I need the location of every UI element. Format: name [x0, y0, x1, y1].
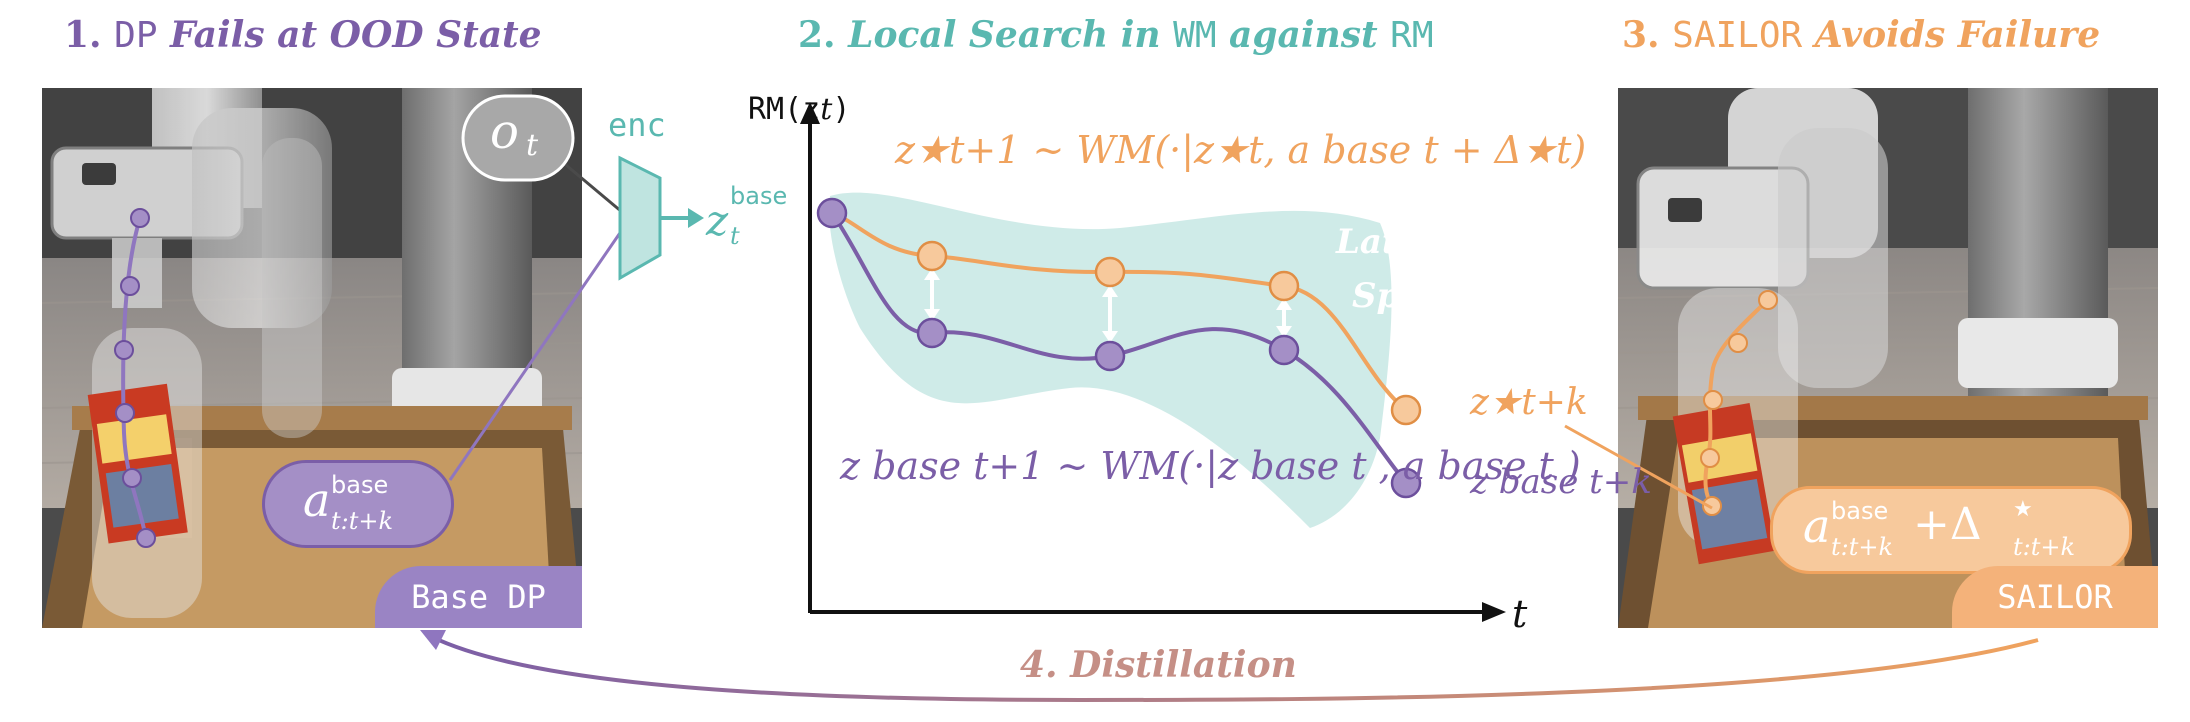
sailor-action-delta: +Δ: [1913, 499, 1982, 550]
observation-symbol: o: [490, 104, 519, 160]
latent-base-symbol: z: [706, 196, 729, 245]
panel3-title-text: Avoids Failure: [1814, 14, 2101, 56]
panel3-number: 3.: [1622, 14, 1660, 56]
action-base-sup: base: [331, 471, 389, 499]
sailor-action-sub: t:t+k: [1831, 533, 1894, 561]
distillation-arrow-head-icon: [420, 630, 446, 650]
zstar-endpoint-label: z★t+k: [1470, 382, 1588, 423]
x-axis-label: t: [1512, 592, 1528, 636]
latent-base-sup: base: [730, 182, 788, 210]
base-dp-badge: Base DP: [375, 566, 582, 628]
panel1-title: 1. DP Fails at OOD State: [64, 14, 542, 56]
panel2-wm-label: WM: [1173, 15, 1217, 56]
x-axis-arrow-icon: [1482, 602, 1506, 622]
right-scene-illustration: [1618, 88, 2158, 628]
sailor-action-pill: a base t:t+k +Δ ★ t:t+k: [1770, 486, 2132, 574]
panel2-title-b: against: [1229, 14, 1378, 56]
orange-equation: z★t+1 ∼ WM(·|z★t, a base t + Δ★t): [895, 128, 1587, 172]
encoder-label: enc: [608, 106, 666, 144]
sailor-action-sub2: t:t+k: [2013, 533, 2076, 561]
encoder-arrow-head-icon: [688, 208, 704, 228]
right-robot-scene: [1618, 88, 2158, 628]
action-base-sub: t:t+k: [331, 507, 394, 535]
y-axis-arrow-icon: [800, 102, 820, 124]
obs-to-encoder-line: [559, 158, 623, 214]
panel2-rm-label: RM: [1390, 15, 1434, 56]
panel2-title: 2. Local Search in WM against RM: [798, 14, 1434, 56]
distillation-arc: [429, 634, 2039, 703]
panel1-dp-label: DP: [114, 15, 158, 56]
latent-label-1: Latent: [1336, 222, 1460, 262]
observation-sub: t: [526, 128, 539, 163]
orange-nodes: [916, 240, 1422, 426]
action-base-symbol: a: [303, 473, 331, 527]
panel2-title-a: Local Search in: [848, 14, 1161, 56]
observation-bubble: [461, 94, 575, 182]
orange-trajectory-line: [831, 211, 1408, 412]
sailor-action-sup: base: [1831, 497, 1889, 525]
sailor-action-star: ★: [2013, 497, 2033, 522]
zbase-endpoint-label: z base t+k: [1470, 462, 1652, 502]
comparison-arrow-heads-icon: [924, 268, 1414, 471]
sailor-badge: SAILOR: [1952, 566, 2158, 628]
zstar-to-sailor-line: [1564, 424, 1713, 510]
purple-nodes: [816, 197, 1422, 499]
latent-base-sub: t: [730, 222, 740, 250]
y-axis-label: RM(zt): [748, 92, 851, 127]
panel1-title-text: Fails at OOD State: [170, 14, 542, 56]
latent-search-plot: [800, 102, 1506, 622]
latent-label-2: Space: [1352, 276, 1465, 316]
sailor-action-symbol: a: [1803, 499, 1831, 553]
encoder-icon: [618, 155, 662, 281]
panel3-sailor-label: SAILOR: [1672, 15, 1803, 56]
purple-equation: z base t+1 ∼ WM(·|z base t , a base t ): [840, 444, 1581, 488]
action-base-pill: a base t:t+k: [262, 460, 454, 548]
panel1-number: 1.: [64, 14, 102, 56]
panel2-number: 2.: [798, 14, 836, 56]
panel3-title: 3. SAILOR Avoids Failure: [1622, 14, 2100, 56]
distillation-label: 4. Distillation: [1020, 644, 1297, 686]
action-to-encoder-line: [448, 229, 624, 481]
